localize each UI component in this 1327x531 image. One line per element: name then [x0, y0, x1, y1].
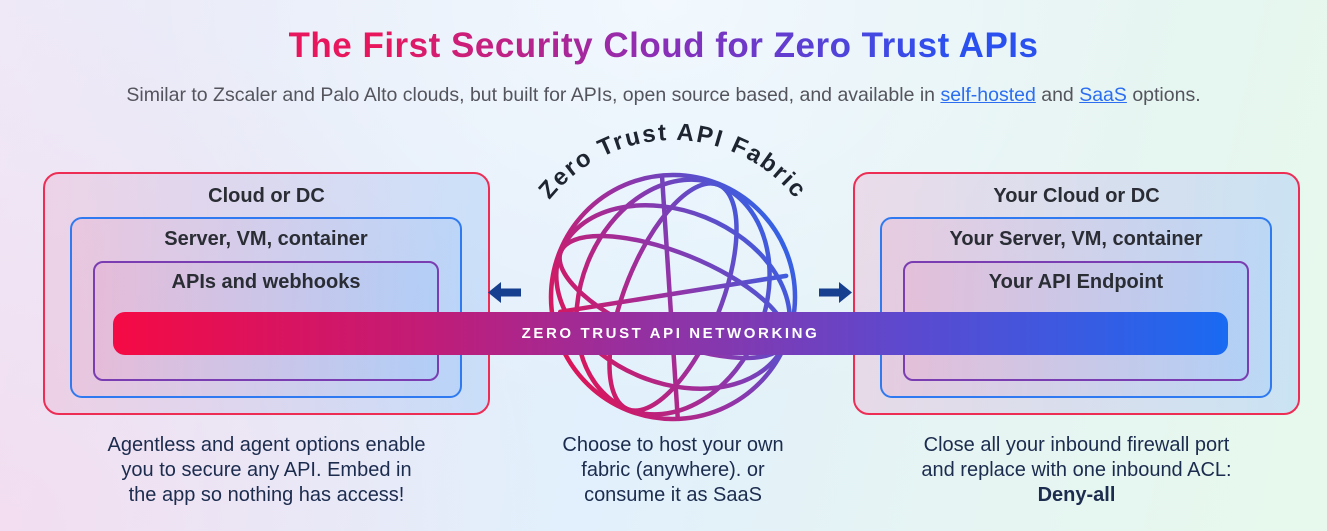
right-caption: Close all your inbound firewall port and… — [853, 433, 1300, 508]
your-api-endpoint-label: Your API Endpoint — [988, 271, 1164, 293]
zero-trust-networking-label: ZERO TRUST API NETWORKING — [521, 325, 820, 342]
saas-link[interactable]: SaaS — [1079, 84, 1127, 106]
right-caption-line: and replace with one inbound ACL: — [921, 459, 1232, 481]
apis-webhooks-label: APIs and webhooks — [171, 271, 361, 293]
fabric-arc-text: Zero Trust API Fabric — [533, 119, 812, 204]
center-caption-line: consume it as SaaS — [584, 484, 762, 506]
your-cloud-or-dc-box: Your Cloud or DC Your Server, VM, contai… — [853, 172, 1300, 415]
page-title-text: The First Security Cloud for Zero Trust … — [288, 26, 1039, 65]
your-server-vm-container-box: Your Server, VM, container Your API Endp… — [880, 217, 1272, 398]
server-vm-container-label: Server, VM, container — [164, 228, 368, 250]
subtitle-suffix: options. — [1126, 84, 1201, 106]
left-caption: Agentless and agent options enable you t… — [43, 433, 490, 508]
left-caption-line: the app so nothing has access! — [128, 484, 405, 506]
cloud-or-dc-box: Cloud or DC Server, VM, container APIs a… — [43, 172, 490, 415]
arrow-left-icon — [488, 282, 521, 303]
subtitle-connector: and — [1035, 84, 1080, 106]
your-server-vm-container-label: Your Server, VM, container — [949, 228, 1203, 250]
globe-wireframe-icon: Zero Trust API Fabric — [533, 119, 812, 422]
server-vm-container-box: Server, VM, container APIs and webhooks — [70, 217, 462, 398]
right-caption-line: Close all your inbound firewall port — [923, 434, 1230, 456]
center-caption-line: fabric (anywhere). or — [581, 459, 765, 481]
zero-trust-networking-bar: ZERO TRUST API NETWORKING — [113, 312, 1228, 355]
cloud-or-dc-label: Cloud or DC — [208, 185, 325, 207]
self-hosted-link[interactable]: self-hosted — [940, 84, 1036, 106]
subtitle: Similar to Zscaler and Palo Alto clouds,… — [0, 84, 1327, 107]
your-cloud-or-dc-label: Your Cloud or DC — [993, 185, 1160, 207]
center-caption-line: Choose to host your own — [562, 434, 784, 456]
deny-all-label: Deny-all — [1037, 484, 1116, 506]
left-caption-line: Agentless and agent options enable — [107, 434, 426, 456]
center-caption: Choose to host your own fabric (anywhere… — [500, 433, 846, 508]
arrow-right-icon — [819, 282, 852, 303]
page-title: The First Security Cloud for Zero Trust … — [0, 26, 1327, 66]
subtitle-prefix: Similar to Zscaler and Palo Alto clouds,… — [126, 84, 941, 106]
left-caption-line: you to secure any API. Embed in — [121, 459, 412, 481]
